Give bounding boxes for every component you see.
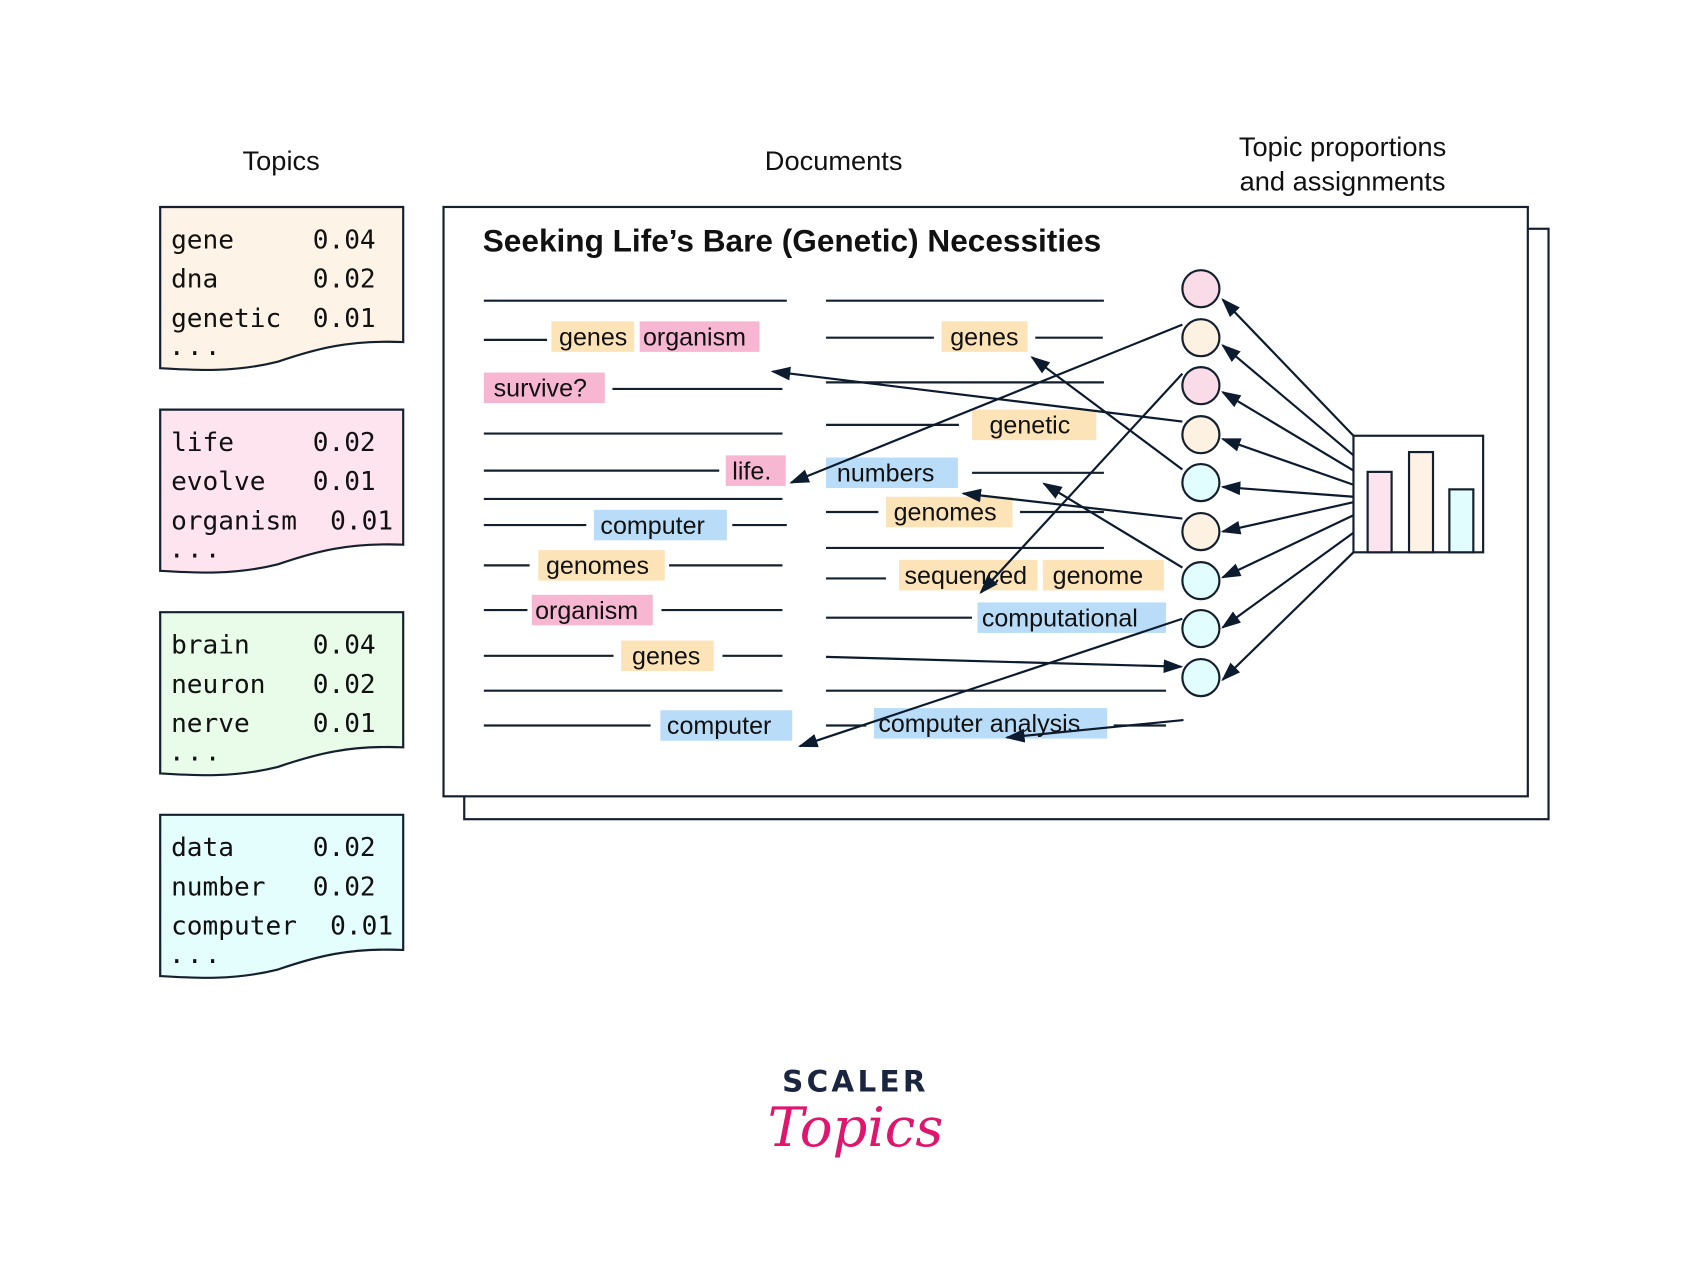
topic-word: dna — [171, 265, 218, 295]
word-numbers: numbers — [837, 460, 934, 488]
word-organism: organism — [643, 323, 746, 351]
logo-topics-text: Topics — [768, 1095, 944, 1159]
topic-cards: gene 0.04 dna 0.02 genetic 0.01... life 0.02 evo… — [159, 205, 405, 979]
proportion-bar-cream — [1407, 450, 1435, 554]
word-genes: genes — [632, 643, 700, 671]
topic-word-probability: 0.01 — [330, 506, 393, 536]
topic-proportions-histogram — [1352, 434, 1485, 554]
word-genome: genome — [1053, 562, 1144, 590]
topic-word: evolve — [171, 467, 265, 497]
assignment-circle — [1181, 462, 1221, 503]
documents-header: Documents — [765, 145, 903, 176]
topic-word-probability: 0.01 — [330, 912, 393, 942]
topic-word: brain — [171, 631, 250, 661]
topic-card: brain 0.04 neuron 0.02 nerve 0.01... — [159, 611, 405, 777]
assignment-circle — [1181, 318, 1221, 358]
topic-word-probability: 0.01 — [313, 709, 376, 739]
topic-word-probability: 0.01 — [313, 304, 376, 334]
topic-word-probability: 0.02 — [313, 670, 376, 700]
topic-word: number — [171, 872, 265, 902]
topic-more-ellipsis: ... — [169, 332, 223, 362]
proportion-bar-cyan — [1448, 488, 1475, 554]
proportions-header-line2: and assignments — [1240, 166, 1446, 197]
document-title: Seeking Life’s Bare (Genetic) Necessitie… — [483, 223, 1101, 259]
topic-more-ellipsis: ... — [169, 535, 223, 565]
topic-word-probability: 0.02 — [313, 428, 376, 458]
topic-word-probability: 0.04 — [313, 631, 376, 661]
assignment-circle — [1181, 511, 1221, 552]
word-life: life. — [732, 457, 771, 485]
assignment-arrows — [770, 323, 1184, 748]
topic-word: computer — [171, 912, 297, 942]
topic-word: life — [171, 428, 234, 458]
word-genomes: genomes — [546, 552, 649, 580]
word-genomes: genomes — [894, 499, 997, 527]
proportions-header-line1: Topic proportions — [1239, 131, 1446, 162]
assignment-circle — [1181, 608, 1221, 649]
assignment-circle — [1181, 366, 1221, 406]
assignment-circle — [1181, 657, 1221, 698]
topic-word-probability: 0.02 — [313, 833, 376, 863]
word-computer: computer — [600, 512, 704, 540]
assignment-circle — [1181, 561, 1221, 601]
topic-word-probability: 0.01 — [313, 467, 376, 497]
word-sequenced: sequenced — [904, 562, 1027, 590]
topic-word-probability: 0.04 — [313, 225, 376, 255]
word-genes: genes — [559, 323, 627, 351]
proportion-arrows — [1220, 298, 1355, 682]
topic-word: organism — [171, 506, 297, 536]
topics-header: Topics — [243, 145, 320, 176]
assignment-circle — [1181, 415, 1221, 455]
topic-word: genetic — [171, 304, 281, 334]
topic-word: gene — [171, 225, 234, 255]
topic-more-ellipsis: ... — [169, 940, 223, 970]
topic-word: data — [171, 833, 234, 863]
topic-card: data 0.02 number 0.02 computer 0.01... — [159, 813, 405, 979]
topic-card: gene 0.04 dna 0.02 genetic 0.01... — [159, 205, 405, 372]
topic-word: nerve — [171, 709, 250, 739]
scaler-topics-logo: SCALER Topics — [768, 1065, 944, 1159]
assignment-circle — [1181, 269, 1221, 309]
word-survive: survive? — [494, 375, 587, 403]
topic-word-probability: 0.02 — [313, 265, 376, 295]
topic-word-probability: 0.02 — [313, 872, 376, 902]
logo-scaler-text: SCALER — [782, 1065, 929, 1099]
word-organism: organism — [535, 597, 638, 625]
highlighted-words: genes organism survive? life. computer g… — [483, 321, 1167, 741]
word-genetic: genetic — [989, 412, 1070, 440]
word-computer: computer — [667, 712, 771, 740]
proportion-bar-pink — [1366, 470, 1393, 554]
topic-word: neuron — [171, 670, 265, 700]
word-genes: genes — [950, 323, 1018, 351]
word-computational: computational — [982, 604, 1138, 632]
topic-card: life 0.02 evolve 0.01 organism 0.01... — [159, 408, 405, 574]
topic-assignment-circles — [1181, 269, 1221, 698]
topic-more-ellipsis: ... — [169, 737, 223, 767]
